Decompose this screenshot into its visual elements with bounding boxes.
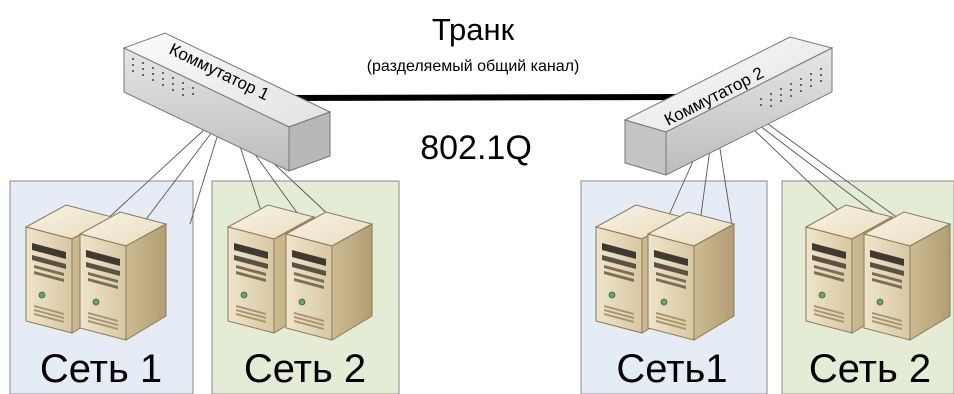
server-group-1 xyxy=(25,204,167,341)
trunk-title: Транк xyxy=(432,12,515,47)
switch-icon xyxy=(122,32,332,172)
cables-switch-1 xyxy=(103,127,333,225)
server-group-2 xyxy=(227,204,373,341)
trunk-protocol: 802.1Q xyxy=(420,129,532,167)
switch-1: Коммутатор 1 xyxy=(122,32,332,172)
server-icon xyxy=(79,211,167,341)
server-group-4 xyxy=(805,204,951,341)
server-icon xyxy=(863,211,951,341)
network-1-label: Сеть 1 xyxy=(40,347,162,391)
server-icon xyxy=(285,211,373,341)
switch-icon xyxy=(623,36,834,176)
trunk-line xyxy=(284,94,681,101)
switch-2: Коммутатор 2 xyxy=(623,36,834,176)
server-icon xyxy=(647,211,735,341)
network-2-label: Сеть 2 xyxy=(244,347,366,391)
network-4-label: Сеть 2 xyxy=(809,347,931,391)
network-3-label: Сеть1 xyxy=(616,347,727,391)
trunk-subtitle: (разделяемый общий канал) xyxy=(367,58,580,75)
server-group-3 xyxy=(595,204,735,341)
